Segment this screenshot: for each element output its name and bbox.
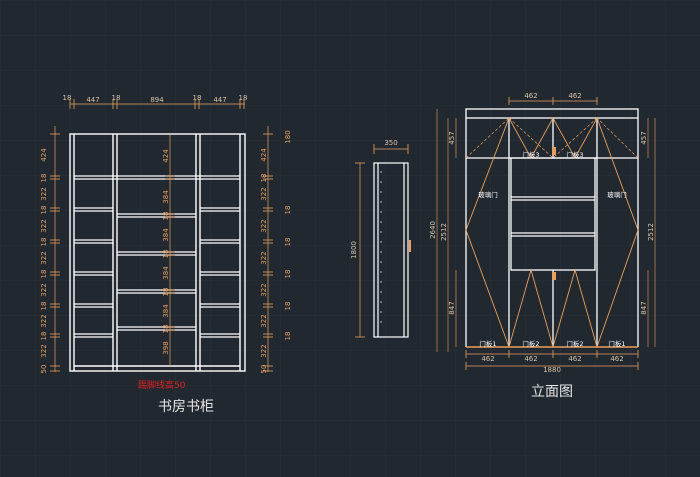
bookcase-top-dim-5: 18 xyxy=(193,94,202,102)
elevation-view: 462 462 xyxy=(429,92,656,400)
label-glass-left: 玻璃门 xyxy=(478,190,498,199)
bookcase-front: 18 447 18 894 18 447 18 xyxy=(40,94,292,415)
elev-total-width: 1880 xyxy=(543,366,561,374)
bookcase-top-dim-7: 18 xyxy=(239,94,248,102)
elev-left-dim-457: 457 xyxy=(448,131,456,144)
bookcase-left-dim-2: 18 xyxy=(40,174,48,183)
bookcase-left-dim-12: 18 xyxy=(40,332,48,341)
bookcase-left-dim-4: 18 xyxy=(40,206,48,215)
label-door1-left: 门板1 xyxy=(479,339,496,348)
bookcase-left-dim-8: 18 xyxy=(40,270,48,279)
label-door3-left: 门板3 xyxy=(522,150,539,159)
elev-left-dim-2512: 2512 xyxy=(440,223,448,241)
bookcase-left-dim-3: 322 xyxy=(40,187,48,200)
bookcase-center-ticks xyxy=(165,175,175,331)
elev-bottom-dim-3: 462 xyxy=(568,355,581,363)
bookcase-right-dim-0: 180 xyxy=(284,130,292,143)
elev-right-dim-457: 457 xyxy=(640,131,648,144)
door-swing-lines xyxy=(465,117,639,348)
bookcase-left-dim-7: 322 xyxy=(40,251,48,264)
bookcase-shelves xyxy=(74,175,240,338)
elev-right-dim-847: 847 xyxy=(640,301,648,314)
bookcase-left-dim-10: 18 xyxy=(40,302,48,311)
handle-upper xyxy=(552,147,556,155)
bookcase-top-dim-6: 447 xyxy=(213,96,226,104)
bookcase-center-dim-7: 18 xyxy=(162,288,170,297)
bookcase-center-dim-3: 18 xyxy=(162,212,170,221)
label-door2-right: 门板2 xyxy=(566,339,583,348)
bookcase-right-dim-13: 322 xyxy=(260,344,268,357)
bookcase-center-dim-1: 424 xyxy=(162,149,170,163)
bookcase-left-ticks xyxy=(50,133,60,372)
elev-left-dim-847: 847 xyxy=(448,301,456,314)
bookcase-left-dim-9: 322 xyxy=(40,283,48,296)
label-door3-right: 门板3 xyxy=(566,150,583,159)
bookcase-top-dim-1: 18 xyxy=(63,94,72,102)
side-view: 350 1800 xyxy=(350,139,411,338)
bookcase-left-dim-6: 18 xyxy=(40,238,48,247)
side-depth-dim: 350 xyxy=(384,139,397,147)
bookcase-top-dim-2: 447 xyxy=(86,96,99,104)
label-door1-right: 门板1 xyxy=(608,339,625,348)
bookcase-right-ticks xyxy=(263,133,273,372)
bookcase-right-dim-10: 18 xyxy=(284,302,292,311)
elev-bottom-dim-2: 462 xyxy=(524,355,537,363)
handle-lower xyxy=(552,272,556,280)
bookcase-right-dim-11: 322 xyxy=(260,314,268,327)
bookcase-right-dim-8: 18 xyxy=(284,270,292,279)
elev-top-dim-2: 462 xyxy=(568,92,581,100)
bookcase-center-dim-6: 384 xyxy=(162,266,170,280)
bookcase-title: 书房书柜 xyxy=(158,399,214,415)
bookcase-right-dim-14: 50 xyxy=(260,365,268,374)
label-glass-right: 玻璃门 xyxy=(607,190,627,199)
elev-bottom-dim-4: 462 xyxy=(610,355,623,363)
bookcase-top-ticks xyxy=(69,99,245,109)
bookcase-top-dim-4: 894 xyxy=(150,96,164,104)
elevation-title: 立面图 xyxy=(531,384,573,400)
bookcase-center-dim-4: 384 xyxy=(162,228,170,242)
bookcase-right-dim-6: 18 xyxy=(284,238,292,247)
bookcase-left-dim-1: 424 xyxy=(40,148,48,162)
bookcase-left-dim-14: 50 xyxy=(40,365,48,374)
bookcase-right-dim-1: 424 xyxy=(260,148,268,162)
baseboard-note: 踢脚线高50 xyxy=(138,379,186,391)
bookcase-center-dim-9: 18 xyxy=(162,325,170,334)
elev-bottom-dim-1: 462 xyxy=(481,355,494,363)
bookcase-center-dim-5: 18 xyxy=(162,250,170,259)
door-swing-dashes xyxy=(465,117,639,159)
bookcase-right-dim-4: 18 xyxy=(284,206,292,215)
bookcase-center-dim-2: 384 xyxy=(162,190,170,204)
bookcase-top-dim-3: 18 xyxy=(112,94,121,102)
bookcase-right-dim-2: 18 xyxy=(260,174,268,183)
side-shelf-pins xyxy=(380,171,382,323)
elev-top-dim-1: 462 xyxy=(524,92,537,100)
bookcase-right-dim-12: 18 xyxy=(284,332,292,341)
bookcase-right-dim-7: 322 xyxy=(260,251,268,264)
bookcase-right-dim-5: 322 xyxy=(260,219,268,232)
bookcase-center-dim-8: 384 xyxy=(162,304,170,318)
side-height-dim: 1800 xyxy=(350,241,358,259)
bookcase-left-dim-13: 322 xyxy=(40,344,48,357)
bookcase-right-dim-3: 322 xyxy=(260,187,268,200)
bookcase-left-dim-11: 322 xyxy=(40,314,48,327)
bookcase-right-dim-9: 322 xyxy=(260,283,268,296)
label-door2-left: 门板2 xyxy=(522,339,539,348)
elev-right-dim-2512: 2512 xyxy=(647,223,655,241)
elev-left-dim-2640: 2640 xyxy=(429,221,437,239)
bookcase-left-dim-5: 322 xyxy=(40,219,48,232)
bookcase-center-dim-10: 398 xyxy=(162,341,170,354)
